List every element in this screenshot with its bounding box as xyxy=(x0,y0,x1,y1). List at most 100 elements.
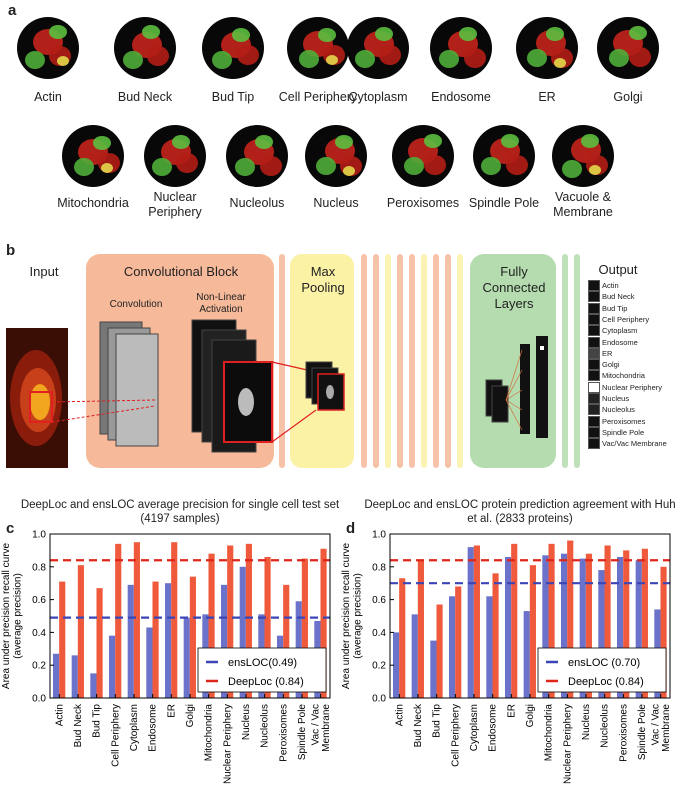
fully-connected-label: Fully Connected Layers xyxy=(482,264,546,311)
x-tick-label-line: Bud Neck xyxy=(73,703,84,747)
output-class-label: Nucleus xyxy=(602,394,630,403)
bar-deeploc xyxy=(492,573,499,698)
x-tick-label: Nucleus xyxy=(581,704,592,740)
output-class-label: Spindle Pole xyxy=(602,427,645,437)
bar-deeploc xyxy=(585,553,592,698)
x-tick-label: Nucleus xyxy=(241,704,252,740)
x-tick-label: Spindle Pole xyxy=(297,704,308,761)
output-class-label: ER xyxy=(602,348,613,358)
x-tick-label: Mitochondria xyxy=(204,704,215,762)
cell-blob xyxy=(506,155,528,175)
bar-deeploc xyxy=(623,550,630,698)
bar-ensloc xyxy=(467,547,474,698)
x-tick-label-line: Bud Neck xyxy=(413,703,424,747)
cell-blob xyxy=(176,153,198,173)
bar-ensloc xyxy=(239,566,246,698)
y-tick-label: 0.0 xyxy=(32,694,46,705)
cell-blob xyxy=(316,157,336,175)
chart-d: Area under precision recall curve(averag… xyxy=(341,530,673,785)
conv-feature-maps xyxy=(51,321,159,447)
cell-blob xyxy=(232,28,250,42)
cell-blob xyxy=(609,49,629,67)
bar-ensloc xyxy=(411,614,418,698)
cnn-architecture-diagram xyxy=(6,254,580,468)
x-tick-label: Golgi xyxy=(185,704,196,727)
bar-ensloc xyxy=(146,627,153,698)
x-tick-label-line: Cytoplasm xyxy=(129,704,140,751)
x-tick-label: Bud Neck xyxy=(413,703,424,747)
cell-image xyxy=(114,17,176,79)
output-class-label: Mitochondria xyxy=(602,371,645,381)
panel-a-letter: a xyxy=(8,2,17,19)
output-class-label: Golgi xyxy=(602,360,620,370)
x-tick-label-line: Spindle Pole xyxy=(637,704,648,761)
cell-image xyxy=(430,17,492,79)
output-activation-box xyxy=(588,370,600,382)
x-tick-label-line: Actin xyxy=(394,704,405,726)
max-pooling-label: Max Pooling xyxy=(301,264,345,295)
panel-d-letter: d xyxy=(346,520,356,537)
bar-ensloc xyxy=(183,617,190,698)
convolution-label: Convolution xyxy=(109,299,163,310)
cell-blob xyxy=(501,134,519,148)
bar-deeploc xyxy=(115,543,122,698)
cell-blob xyxy=(260,156,282,176)
cell-image xyxy=(226,125,288,187)
cell-blob xyxy=(172,135,190,149)
output-class-label: Bud Tip xyxy=(602,303,628,313)
x-tick-label-line: Vac / Vac xyxy=(651,704,662,745)
x-tick-label: Actin xyxy=(394,704,405,726)
x-tick-label: Vac / VacMembrane xyxy=(651,704,673,752)
cell-blob xyxy=(562,160,582,178)
cell-image xyxy=(597,17,659,79)
x-tick-label: Bud Tip xyxy=(92,704,103,738)
cell-label: Nucleus xyxy=(313,196,359,210)
cell-blob xyxy=(581,134,599,148)
output-activation-box xyxy=(588,313,600,325)
bar-ensloc xyxy=(579,558,586,698)
y-tick-label: 0.6 xyxy=(372,595,386,606)
cell-label: Peroxisomes xyxy=(386,196,460,210)
cell-blob xyxy=(355,50,375,68)
output-class-label: Endosome xyxy=(602,337,638,347)
bar-ensloc xyxy=(504,556,512,698)
pooled-maps xyxy=(305,361,345,411)
x-tick-label-line: ER xyxy=(166,704,177,718)
bar-ensloc xyxy=(127,584,134,698)
conv-block-label: Convolutional Block xyxy=(123,264,239,279)
bar-deeploc xyxy=(548,543,555,698)
cell-image xyxy=(392,125,454,187)
output-class-label: Nuclear Periphery xyxy=(602,382,663,392)
x-tick-label-line: Nucleus xyxy=(241,704,252,740)
activation-maps xyxy=(191,319,317,453)
fc-layers xyxy=(485,336,548,438)
bar-ensloc xyxy=(220,584,228,698)
x-tick-label-line: ER xyxy=(506,704,517,718)
output-activation-box xyxy=(588,347,600,359)
panel-b-letter: b xyxy=(6,242,16,259)
chart-c-title: DeepLoc and ensLOC average precision for… xyxy=(20,499,340,525)
x-tick-label: Spindle Pole xyxy=(637,704,648,761)
x-tick-label-line: Membrane xyxy=(321,704,332,752)
cell-image xyxy=(516,17,578,79)
bar-deeploc xyxy=(529,565,536,698)
cell-blob xyxy=(379,45,401,65)
cell-blob xyxy=(237,45,259,65)
cell-blob xyxy=(93,136,111,150)
y-tick-label: 0.2 xyxy=(32,661,46,672)
panel-c-letter: c xyxy=(6,520,15,537)
x-tick-label: Cell Periphery xyxy=(110,704,121,767)
cell-label: Actin xyxy=(34,90,62,104)
cell-label: ER xyxy=(538,90,556,104)
x-tick-label-line: Vac / Vac xyxy=(311,704,322,745)
cell-blob xyxy=(123,51,143,69)
bar-deeploc xyxy=(208,553,215,698)
bar-ensloc xyxy=(542,555,549,698)
cell-label: Golgi xyxy=(613,90,643,104)
x-tick-label-line: Peroxisomes xyxy=(278,704,289,762)
cell-blob xyxy=(629,47,651,67)
cell-label: Bud Neck xyxy=(117,90,173,104)
x-tick-label: Vac / VacMembrane xyxy=(311,704,333,752)
bar-ensloc xyxy=(523,611,530,698)
cell-label: Cytoplasm xyxy=(348,90,408,104)
